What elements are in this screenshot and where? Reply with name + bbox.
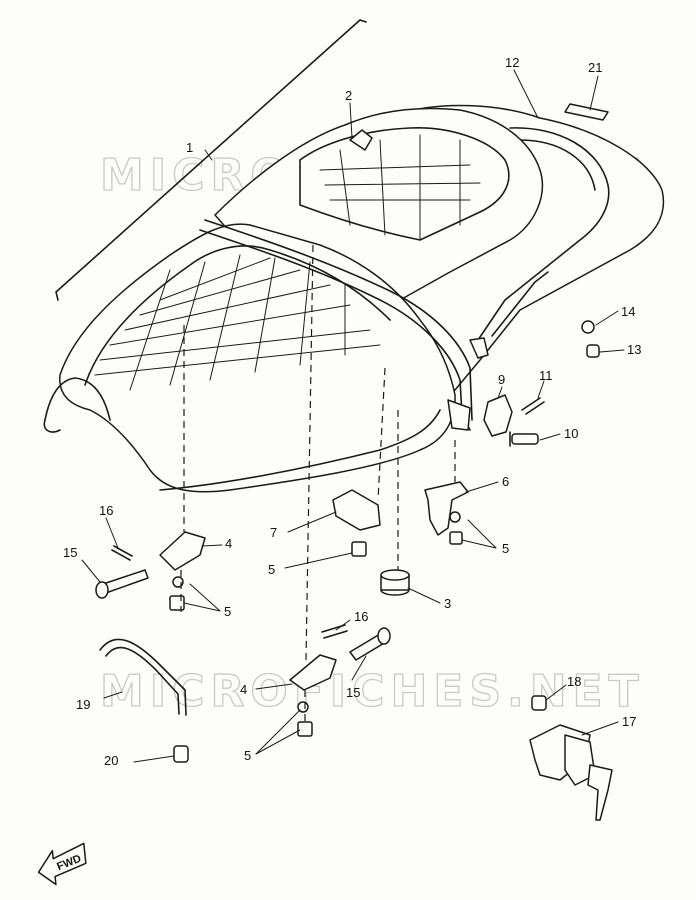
block-7 [332,489,381,531]
callouts: 1 2 3 4 4 5 5 5 5 6 7 9 10 11 12 13 14 1… [63,55,641,768]
callout-3: 3 [444,596,451,611]
pin-15a [95,569,149,599]
bolt-5d [297,721,313,737]
callout-4-mid: 4 [240,682,247,697]
callout-15-left: 15 [63,545,77,560]
pin-16a [111,545,133,561]
callout-15-mid: 15 [346,685,360,700]
callout-5-right: 5 [502,541,509,556]
lock-17 [529,724,613,821]
pin-11 [521,397,545,415]
hinge-4a [159,531,206,571]
pin-16b [321,624,348,639]
callout-9: 9 [498,372,505,387]
nut-14 [581,320,595,334]
callout-10: 10 [564,426,578,441]
seat [43,104,665,493]
callout-2: 2 [345,88,352,103]
watermark-bottom: MICROFICHES.NET [100,666,645,717]
callout-13: 13 [627,342,641,357]
damper-3 [380,569,410,596]
screw-13 [586,344,600,358]
callout-11: 11 [539,368,553,383]
assembly-bracket [55,19,367,301]
callout-4-left: 4 [225,536,232,551]
bolt-5b [351,541,367,557]
hinge-6 [424,481,469,536]
callout-16-left: 16 [99,503,113,518]
screw-18 [531,695,547,711]
callout-18: 18 [567,674,581,689]
rod-19 [99,638,187,716]
callout-17: 17 [622,714,636,729]
hinge-4b [289,654,337,691]
bolt-20 [173,745,189,763]
bolt-5c [169,595,185,611]
callout-20: 20 [104,753,118,768]
washer-5a [449,511,461,523]
leader-1 [204,149,213,161]
pin-15b [349,627,391,661]
callout-14: 14 [621,304,635,319]
bolt-5a [449,531,463,545]
callout-7: 7 [270,525,277,540]
decal-21 [564,103,609,121]
leader-lines [81,69,625,763]
callout-21: 21 [588,60,602,75]
bolt-10 [509,431,539,447]
bracket-9 [483,394,513,437]
callout-5-left: 5 [224,604,231,619]
callout-1: 1 [186,140,193,155]
callout-12: 12 [505,55,519,70]
callout-6: 6 [502,474,509,489]
fwd-arrow: FWD [37,842,87,886]
callout-16-mid: 16 [354,609,368,624]
callout-5-bottom: 5 [244,748,251,763]
callout-19: 19 [76,697,90,712]
callout-5-mid: 5 [268,562,275,577]
